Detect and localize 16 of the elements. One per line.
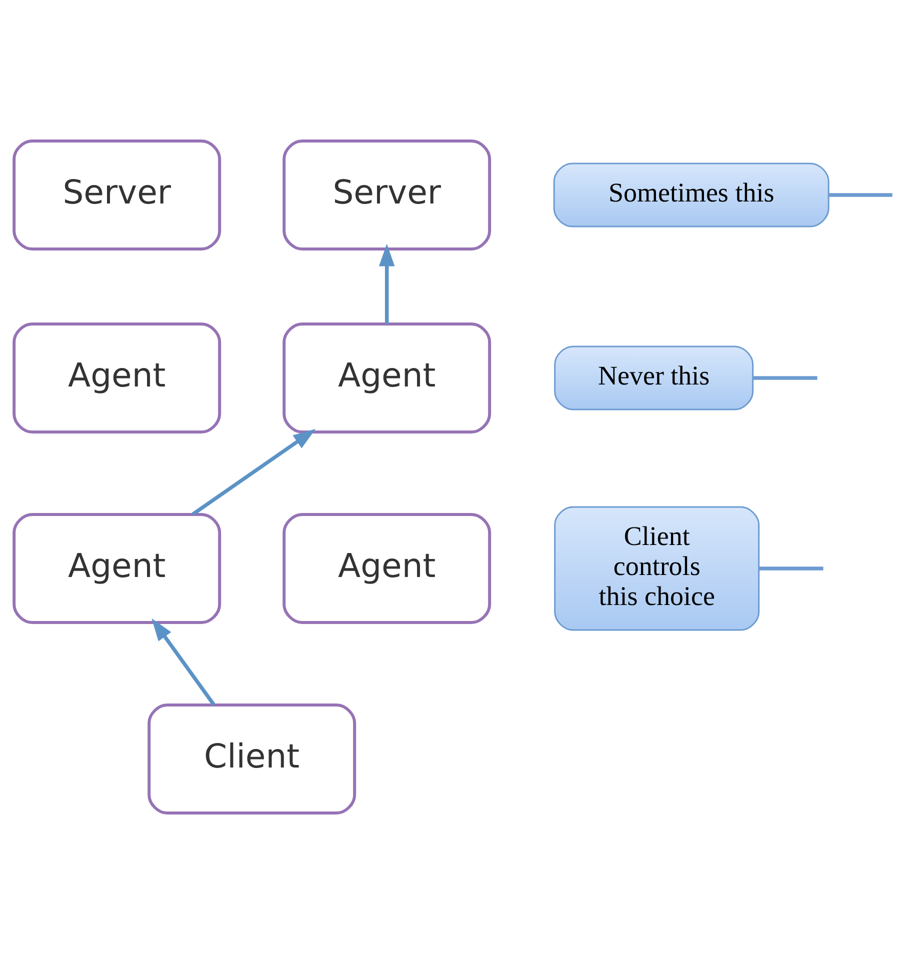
node-box: Client <box>148 704 356 814</box>
connector <box>753 376 818 380</box>
node-box: Agent <box>282 513 492 624</box>
arrow <box>152 618 216 706</box>
connector <box>759 566 824 570</box>
arrow <box>378 244 395 324</box>
node-box: Agent <box>12 513 222 624</box>
arrow <box>192 428 316 516</box>
node-box: Sometimes this <box>553 162 830 228</box>
node-box: Server <box>12 140 222 250</box>
node-box: Agent <box>12 322 222 434</box>
node-box: Client controls this choice <box>554 506 760 631</box>
node-box: Agent <box>282 322 492 434</box>
connector <box>828 193 892 197</box>
node-box: Never this <box>554 346 754 410</box>
node-box: Server <box>282 140 492 250</box>
